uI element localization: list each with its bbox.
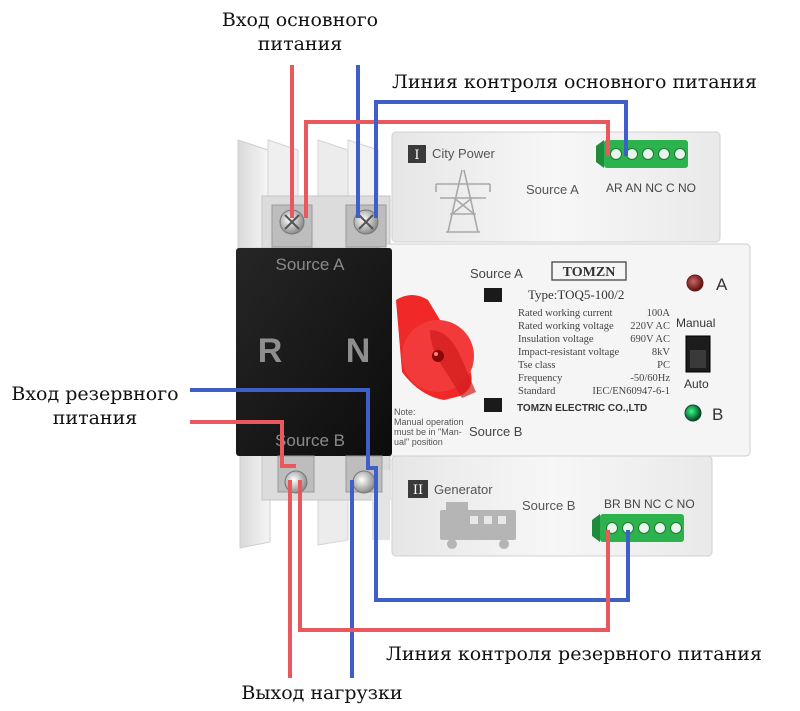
source-a-plate-label: Source A bbox=[526, 182, 579, 197]
source-b-window bbox=[484, 398, 502, 412]
svg-text:must be in "Man-: must be in "Man- bbox=[394, 427, 462, 437]
svg-text:ual" position: ual" position bbox=[394, 437, 443, 447]
svg-text:Standard: Standard bbox=[518, 386, 556, 397]
type-label: Type:TOQ5-100/2 bbox=[528, 287, 624, 302]
generator-icon bbox=[440, 502, 516, 549]
brand-label: TOMZN bbox=[563, 265, 616, 280]
main-input-annotation-line2: питания bbox=[257, 33, 343, 55]
city-power-plate: I City Power Source A AR AN NC C NO bbox=[408, 140, 696, 233]
svg-text:Note:: Note: bbox=[394, 407, 416, 417]
generator-plate: II Generator Source B BR BN NC C NO bbox=[408, 480, 695, 549]
main-input-annotation: Вход основного питания bbox=[200, 8, 400, 56]
auto-mode-label: Auto bbox=[684, 377, 709, 391]
backup-input-phase-wire bbox=[190, 420, 296, 468]
svg-text:Rated working current: Rated working current bbox=[518, 308, 613, 319]
indicator-a-label: A bbox=[716, 275, 728, 294]
main-control-neutral-wire bbox=[374, 100, 628, 218]
block-source-a-label: Source A bbox=[276, 255, 346, 274]
source-b-led-icon bbox=[684, 404, 702, 422]
manual-mode-label: Manual bbox=[676, 316, 715, 330]
main-control-annotation: Линия контроля основного питания bbox=[392, 71, 757, 93]
svg-text:8kV: 8kV bbox=[652, 347, 671, 358]
roman-one-icon bbox=[408, 145, 426, 163]
pole-n-label: N bbox=[346, 332, 371, 370]
backup-control-neutral-wire bbox=[366, 466, 630, 602]
svg-text:II: II bbox=[413, 483, 423, 498]
manual-switch-knob[interactable] bbox=[396, 295, 476, 400]
backup-control-phase-wire bbox=[298, 480, 610, 632]
company-label: TOMZN ELECTRIC CO.,LTD bbox=[517, 403, 647, 414]
svg-text:Impact-resistant voltage: Impact-resistant voltage bbox=[518, 347, 620, 358]
svg-text:PC: PC bbox=[657, 360, 670, 371]
spec-table: Rated working current 100A Rated working … bbox=[518, 308, 670, 397]
svg-text:Tse class: Tse class bbox=[518, 360, 555, 371]
control-terminal-block-b bbox=[592, 514, 684, 542]
main-input-annotation-line1: Вход основного bbox=[221, 9, 379, 31]
terminals-a-label: AR AN NC C NO bbox=[606, 181, 696, 195]
roman-two-icon bbox=[408, 480, 428, 498]
backup-input-annotation: Вход резервного питания bbox=[0, 382, 190, 430]
power-pylon-icon bbox=[435, 169, 491, 233]
svg-text:Insulation voltage: Insulation voltage bbox=[518, 334, 594, 345]
svg-text:IEC/EN60947-6-1: IEC/EN60947-6-1 bbox=[592, 386, 670, 397]
svg-text:Manual operation: Manual operation bbox=[394, 417, 464, 427]
svg-text:Rated working voltage: Rated working voltage bbox=[518, 321, 614, 332]
wires bbox=[190, 65, 630, 678]
terminals-b-label: BR BN NC C NO bbox=[604, 497, 695, 511]
svg-text:100A: 100A bbox=[647, 308, 671, 319]
front-panel: Source A Source B Note: Manual operation… bbox=[394, 261, 728, 447]
knob-indicator-icon bbox=[432, 350, 444, 362]
main-control-phase-wire bbox=[304, 120, 610, 218]
city-power-label: City Power bbox=[432, 146, 496, 161]
svg-text:-50/60Hz: -50/60Hz bbox=[630, 373, 670, 384]
brand-badge bbox=[551, 261, 627, 281]
source-a-window bbox=[484, 288, 502, 302]
backup-control-annotation: Линия контроля резервного питания bbox=[386, 643, 762, 665]
svg-text:220V AC: 220V AC bbox=[630, 321, 670, 332]
generator-label: Generator bbox=[434, 482, 493, 497]
load-output-annotation: Выход нагрузки bbox=[241, 682, 403, 704]
svg-text:690V AC: 690V AC bbox=[630, 334, 670, 345]
source-b-plate-label: Source B bbox=[522, 498, 575, 513]
backup-input-annotation-line1: Вход резервного bbox=[11, 383, 179, 405]
svg-text:Frequency: Frequency bbox=[518, 373, 563, 384]
source-a-led-icon bbox=[686, 274, 704, 292]
svg-text:I: I bbox=[414, 148, 419, 163]
indicator-b-label: B bbox=[712, 405, 723, 424]
pole-r-label: R bbox=[258, 332, 283, 370]
switch-source-a-label: Source A bbox=[470, 266, 523, 281]
switch-source-b-label: Source B bbox=[469, 424, 522, 439]
backup-input-annotation-line2: питания bbox=[52, 407, 138, 429]
contact-block: Source A R N Source B bbox=[236, 248, 392, 456]
backup-input-neutral-wire bbox=[190, 388, 370, 466]
block-source-b-label: Source B bbox=[275, 431, 345, 450]
manual-note: Note: Manual operation must be in "Man- … bbox=[394, 407, 464, 447]
